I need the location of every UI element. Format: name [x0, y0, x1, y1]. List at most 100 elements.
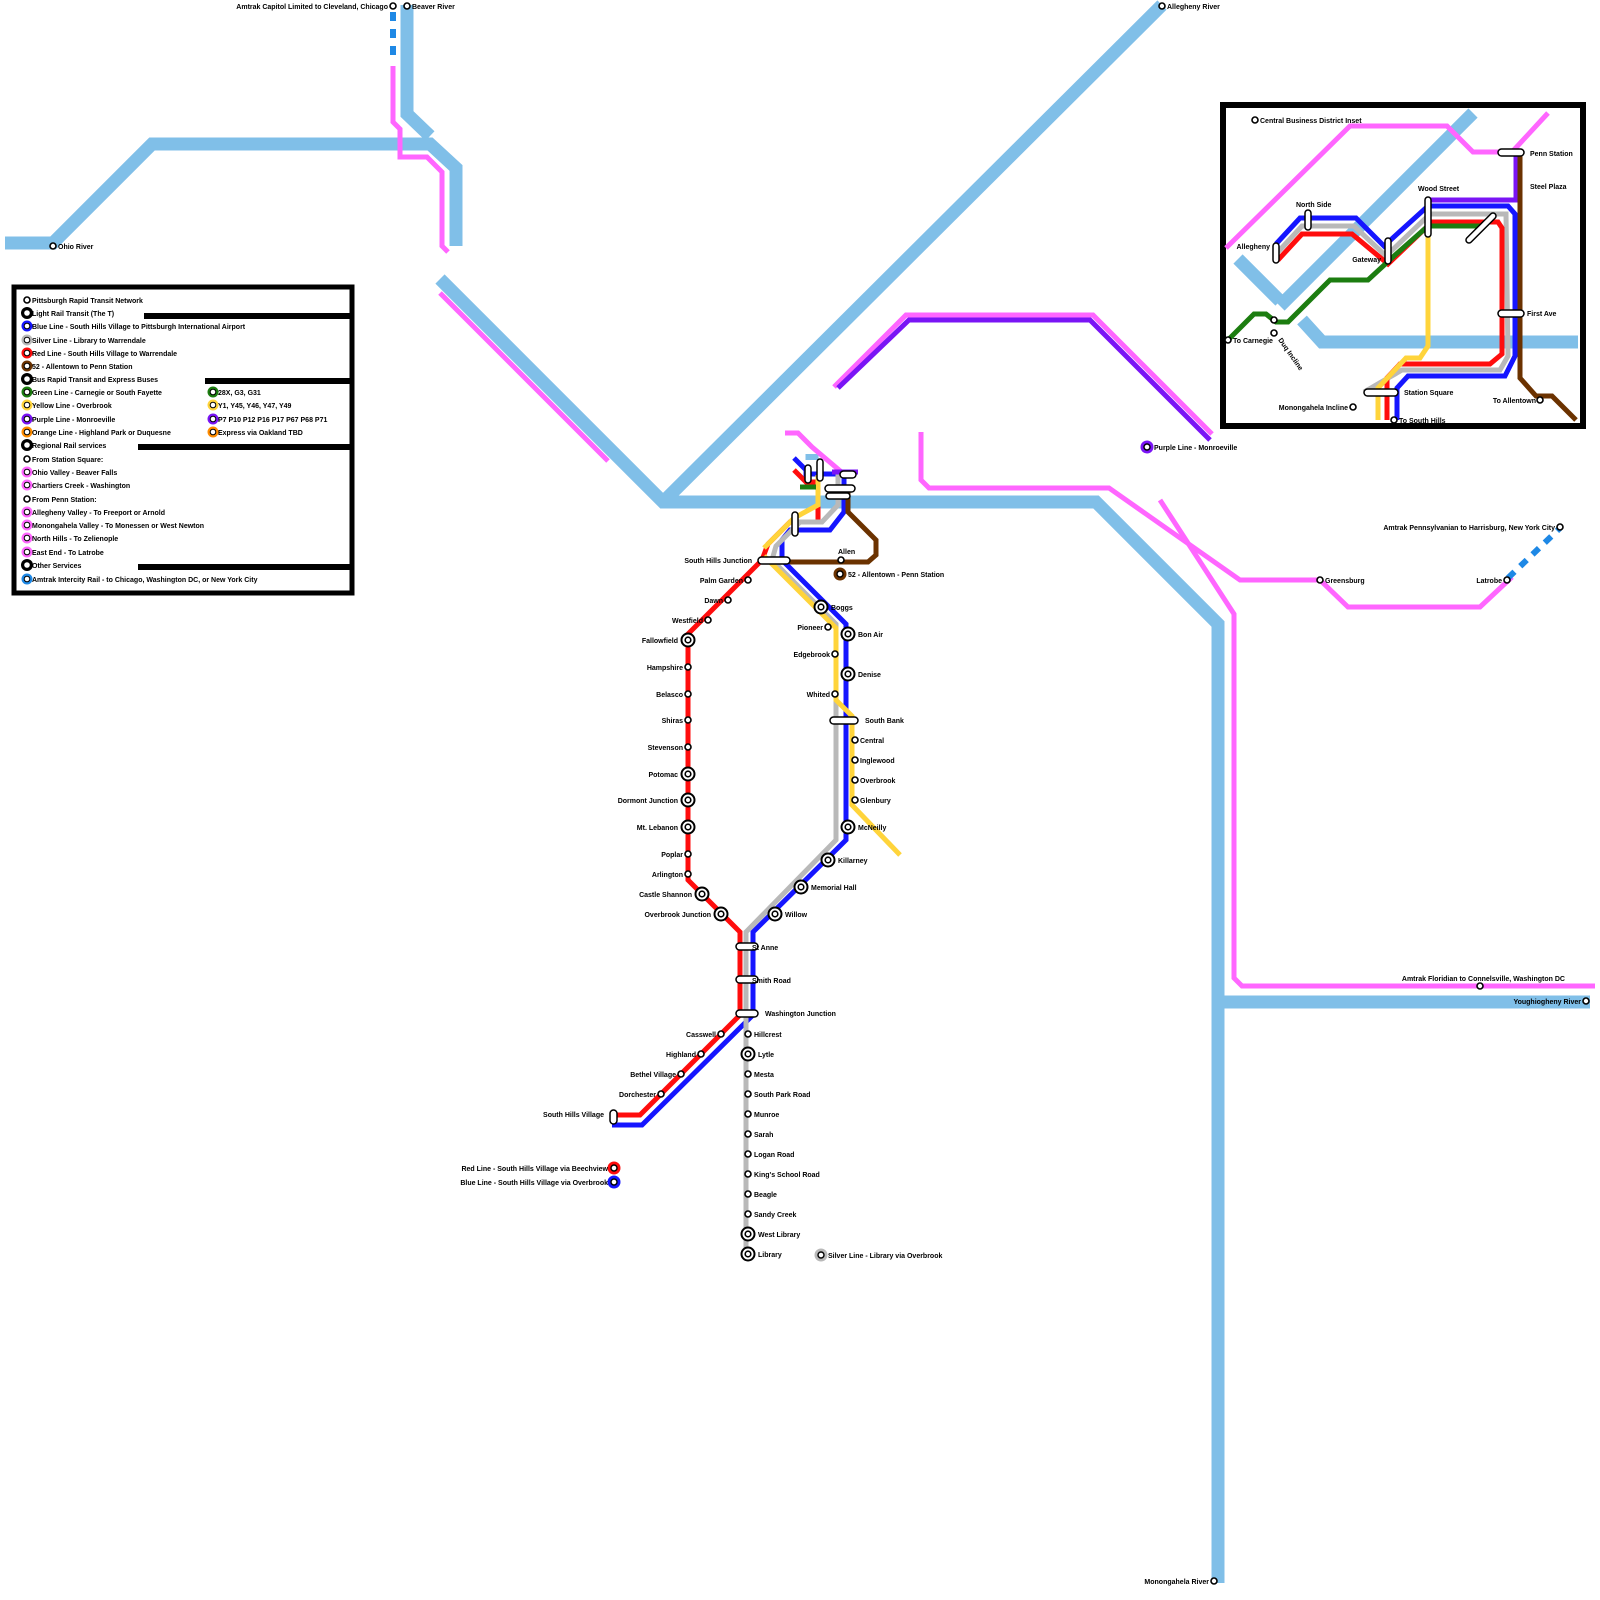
station-south-bank-capsule[interactable]	[829, 716, 859, 725]
latrobe-dot[interactable]	[1503, 576, 1511, 584]
station-allen-dot[interactable]	[837, 556, 845, 564]
inset-duq-incline-dot[interactable]	[1270, 329, 1278, 337]
station-willow-dot[interactable]	[767, 906, 783, 922]
station-pioneer-dot[interactable]	[824, 623, 832, 631]
station-poplar-dot[interactable]	[684, 850, 692, 858]
station-edgebrook-dot[interactable]	[831, 650, 839, 658]
station-st-anne-capsule[interactable]	[735, 942, 759, 951]
station-fallowfield-dot[interactable]	[680, 632, 696, 648]
inset-label-wood-street: Wood Street	[1418, 186, 1460, 193]
inset-duq-incline-top-dot[interactable]	[1270, 316, 1278, 324]
purple-monroeville-marker[interactable]	[1140, 440, 1154, 454]
station-downtown-b[interactable]	[804, 464, 812, 484]
label-denise: Denise	[858, 672, 881, 679]
legend-regional-item-1: Ohio Valley - Beaver Falls	[21, 466, 117, 478]
station-labels: South Hills Junction Allen Palm Garden D…	[58, 4, 1581, 1586]
station-central-dot[interactable]	[851, 736, 859, 744]
station-hampshire-dot[interactable]	[684, 663, 692, 671]
silver-overbrook-marker[interactable]	[814, 1248, 828, 1262]
station-west-library-dot[interactable]	[740, 1226, 756, 1242]
station-killarney-dot[interactable]	[820, 852, 836, 868]
station-sandy-creek-dot[interactable]	[744, 1210, 752, 1218]
station-highland-dot[interactable]	[697, 1050, 705, 1058]
station-bethel-village-dot[interactable]	[677, 1070, 685, 1078]
inset-station-station-square[interactable]	[1363, 388, 1399, 397]
label-inglewood: Inglewood	[860, 758, 895, 765]
silver-line-library	[743, 558, 839, 1255]
station-glenbury-dot[interactable]	[851, 796, 859, 804]
station-whited-dot[interactable]	[831, 690, 839, 698]
station-library-dot[interactable]	[740, 1246, 756, 1262]
inset-station-north-side[interactable]	[1304, 209, 1312, 231]
inset-to-carnegie-dot[interactable]	[1224, 336, 1232, 344]
station-south-park-road-dot[interactable]	[744, 1090, 752, 1098]
station-downtown-e[interactable]	[839, 470, 857, 479]
station-arlington-dot[interactable]	[684, 870, 692, 878]
station-kings-school-road-dot[interactable]	[744, 1170, 752, 1178]
station-downtown-d[interactable]	[824, 484, 856, 493]
label-capitol-limited: Amtrak Capitol Limited to Cleveland, Chi…	[236, 4, 388, 11]
station-mcneilly-dot[interactable]	[840, 819, 856, 835]
label-poplar: Poplar	[661, 852, 683, 859]
station-south-hills-village-capsule[interactable]	[609, 1109, 618, 1125]
inset-station-allegheny[interactable]	[1272, 242, 1280, 264]
label-bon-air: Bon Air	[858, 632, 883, 639]
station-castle-shannon-dot[interactable]	[694, 886, 710, 902]
svg-text:28X, G3, G31: 28X, G3, G31	[218, 390, 261, 397]
label-washington-junction: Washington Junction	[765, 1011, 836, 1018]
inset-mon-incline-dot[interactable]	[1349, 403, 1357, 411]
station-mt-lebanon-dot[interactable]	[680, 819, 696, 835]
inset-station-gateway[interactable]	[1384, 237, 1392, 265]
floridian-dot[interactable]	[1476, 982, 1484, 990]
station-beagle-dot[interactable]	[744, 1190, 752, 1198]
inset-station-steel-plaza[interactable]	[1465, 212, 1498, 245]
label-mt-lebanon: Mt. Lebanon	[637, 825, 678, 832]
inset-station-wood-street[interactable]	[1424, 196, 1432, 238]
station-denise-dot[interactable]	[840, 666, 856, 682]
greensburg-dot[interactable]	[1316, 576, 1324, 584]
station-downtown-f[interactable]	[825, 492, 851, 500]
station-hillcrest-dot[interactable]	[744, 1030, 752, 1038]
station-stevenson-dot[interactable]	[684, 743, 692, 751]
station-bon-air-dot[interactable]	[840, 626, 856, 642]
inset-station-penn[interactable]	[1497, 148, 1525, 157]
station-boggs-dot[interactable]	[813, 599, 829, 615]
station-potomac-dot[interactable]	[680, 766, 696, 782]
station-westfield-dot[interactable]	[704, 616, 712, 624]
station-south-hills-junction-capsule[interactable]	[757, 556, 791, 565]
legend-title: Pittsburgh Rapid Transit Network	[32, 298, 143, 305]
red-beechview-marker[interactable]	[607, 1161, 621, 1175]
pennsylvanian-dot[interactable]	[1556, 523, 1564, 531]
station-overbrook-junction-dot[interactable]	[713, 906, 729, 922]
station-sarah-dot[interactable]	[744, 1130, 752, 1138]
blue-overbrook-marker[interactable]	[607, 1175, 621, 1189]
station-logan-road-dot[interactable]	[744, 1150, 752, 1158]
station-overbrook-dot[interactable]	[851, 776, 859, 784]
station-washington-junction-capsule[interactable]	[735, 1009, 759, 1018]
capitol-limited-dot[interactable]	[389, 2, 397, 10]
inset-to-south-hills-dot[interactable]	[1390, 416, 1398, 424]
station-dormont-junction-dot[interactable]	[680, 792, 696, 808]
station-downtown-c[interactable]	[816, 458, 824, 482]
station-smith-road-capsule[interactable]	[735, 975, 759, 984]
station-downtown-a[interactable]	[791, 511, 799, 537]
station-dawn-dot[interactable]	[724, 596, 732, 604]
label-beagle: Beagle	[754, 1192, 777, 1199]
station-memorial-hall-dot[interactable]	[793, 879, 809, 895]
inset-station-first-ave[interactable]	[1497, 309, 1525, 318]
station-casswell-dot[interactable]	[717, 1030, 725, 1038]
station-palm-garden-dot[interactable]	[744, 576, 752, 584]
station-munroe-dot[interactable]	[744, 1110, 752, 1118]
station-mesta-dot[interactable]	[744, 1070, 752, 1078]
station-shiras-dot[interactable]	[684, 716, 692, 724]
station-dorchester-dot[interactable]	[657, 1090, 665, 1098]
ohio-river-dot	[49, 242, 57, 250]
inset-to-allentown-dot[interactable]	[1536, 396, 1544, 404]
regional-rail	[390, 66, 1595, 989]
allentown-penn-marker[interactable]	[833, 567, 847, 581]
label-castle-shannon: Castle Shannon	[639, 892, 692, 899]
station-inglewood-dot[interactable]	[851, 756, 859, 764]
station-belasco-dot[interactable]	[684, 690, 692, 698]
station-lytle-dot[interactable]	[740, 1046, 756, 1062]
label-library: Library	[758, 1252, 782, 1259]
